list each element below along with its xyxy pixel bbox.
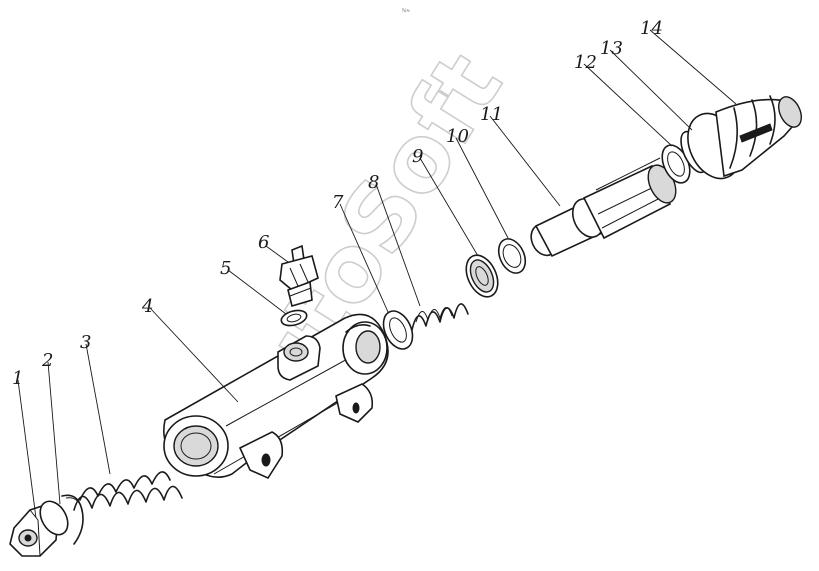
part-3-spring [73, 471, 183, 511]
part-6-bleeder-valve [279, 244, 319, 308]
callout-6: 6 [258, 232, 269, 253]
leader-11 [489, 115, 561, 207]
callout-9: 9 [412, 146, 423, 167]
part-14-boot [687, 95, 803, 180]
callout-1: 1 [12, 368, 23, 389]
leader-14 [649, 29, 737, 105]
callout-13: 13 [600, 38, 623, 59]
callout-11: 11 [480, 104, 503, 125]
part-4-cylinder-body [163, 313, 389, 480]
leader-10 [455, 137, 509, 239]
leader-9 [419, 157, 479, 257]
callout-10: 10 [446, 126, 469, 147]
callout-3: 3 [80, 332, 91, 353]
callout-14: 14 [640, 18, 663, 39]
leader-4 [149, 307, 239, 403]
leader-lines [17, 29, 737, 519]
callout-4: 4 [141, 296, 153, 317]
callout-7: 7 [332, 192, 344, 213]
leader-6 [265, 245, 289, 263]
callout-2: 2 [41, 350, 53, 371]
leader-7 [339, 203, 389, 313]
leader-13 [609, 49, 693, 131]
header-mark: ℕ≈ [402, 8, 410, 14]
callout-12: 12 [574, 52, 597, 73]
leader-5 [227, 269, 287, 315]
part-2-ring [39, 494, 84, 545]
leader-8 [375, 183, 421, 307]
part-5-washer [280, 309, 308, 327]
leader-1 [17, 379, 37, 519]
callout-5: 5 [220, 258, 231, 279]
part-11-piston [530, 157, 677, 258]
leader-3 [85, 343, 111, 475]
part-8-spring [411, 303, 469, 331]
part-9-seal [465, 254, 499, 298]
leader-12 [583, 63, 673, 147]
leader-2 [47, 361, 61, 505]
callout-labels: 1 2 3 4 5 6 7 8 9 10 11 12 13 14 [12, 18, 663, 389]
part-10-ring [497, 238, 527, 274]
callout-8: 8 [368, 172, 379, 193]
part-7-cup-ring [382, 310, 414, 350]
